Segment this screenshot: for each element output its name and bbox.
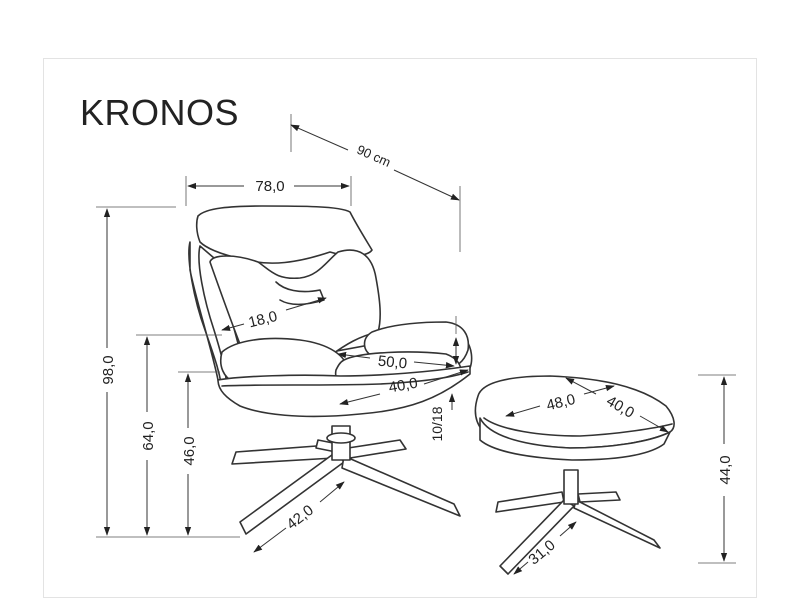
ottoman-star-base bbox=[495, 469, 661, 575]
chair-shell-base bbox=[217, 365, 471, 418]
label-recline: 10/18 bbox=[429, 406, 445, 441]
ottoman-illustration bbox=[474, 375, 675, 575]
label-seat-depth: 50,0 bbox=[377, 353, 408, 373]
label-headrest: 18,0 bbox=[247, 308, 279, 332]
ottoman-body bbox=[479, 417, 671, 461]
product-title: KRONOS bbox=[80, 92, 240, 133]
chair-star-base bbox=[231, 425, 461, 535]
label-armrest-height: 64,0 bbox=[140, 421, 157, 450]
label-width-chair: 78,0 bbox=[255, 178, 284, 195]
label-ottoman-length: 48,0 bbox=[545, 391, 577, 415]
label-seat-height: 46,0 bbox=[181, 436, 198, 465]
label-depth-total: 90 cm bbox=[355, 142, 393, 170]
chair-shell-back bbox=[188, 241, 223, 391]
drawing-frame bbox=[43, 58, 757, 598]
dimension-lines bbox=[96, 114, 736, 575]
label-seat-width: 40,0 bbox=[387, 375, 419, 397]
label-ottoman-height: 44,0 bbox=[717, 455, 734, 484]
label-chair-base: 42,0 bbox=[283, 502, 316, 533]
label-height-total: 98,0 bbox=[100, 355, 117, 384]
lounge-chair-illustration bbox=[188, 205, 473, 535]
